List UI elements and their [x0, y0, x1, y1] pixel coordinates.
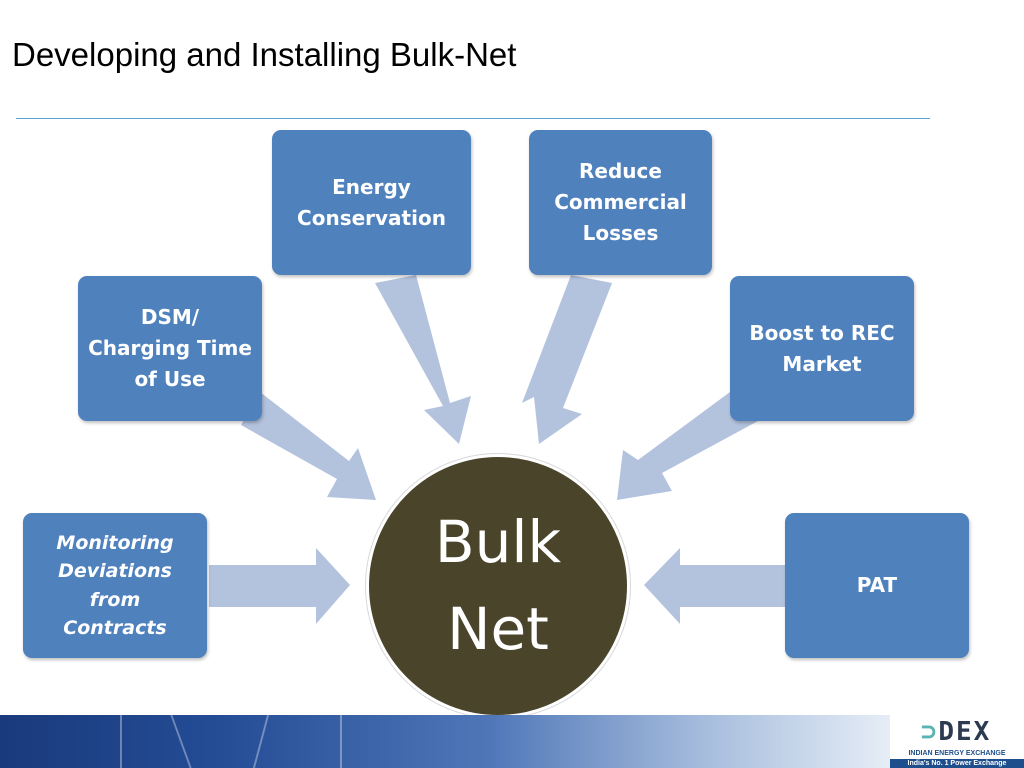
- node-dsm-charging-time-of-use: DSM/ Charging Time of Use: [78, 276, 262, 421]
- node-monitoring-deviations-label: Monitoring Deviations from Contracts: [56, 531, 174, 640]
- footer-power-lines-banner: [0, 715, 890, 768]
- pylon-line-4: [340, 715, 342, 768]
- slide-title: Developing and Installing Bulk-Net: [12, 36, 517, 73]
- leaf-icon: ⊃: [920, 717, 939, 747]
- arrow-reduce-commercial-losses: [522, 275, 612, 444]
- node-pat-label: PAT: [856, 573, 898, 597]
- pylon-line-2: [170, 715, 192, 768]
- pylon-line-1: [120, 715, 122, 768]
- pylon-line-3: [252, 715, 270, 768]
- arrow-boost-to-rec-market: [617, 392, 758, 500]
- node-energy-conservation-label: Energy Conservation: [297, 174, 446, 230]
- node-pat: PAT: [785, 513, 969, 658]
- arrow-dsm-charging-time-of-use: [241, 392, 376, 500]
- node-reduce-commercial-losses-label: Reduce Commercial Losses: [554, 159, 687, 245]
- title-divider: [16, 118, 930, 119]
- iex-logo-mark: ⊃DEX: [910, 718, 1002, 746]
- node-dsm-charging-time-of-use-label: DSM/ Charging Time of Use: [88, 305, 252, 391]
- arrow-energy-conservation: [375, 275, 471, 444]
- node-boost-to-rec-market: Boost to REC Market: [730, 276, 914, 421]
- node-boost-to-rec-market-label: Boost to REC Market: [749, 320, 895, 376]
- node-monitoring-deviations-from-contracts: Monitoring Deviations from Contracts: [23, 513, 207, 658]
- hub-bulk-net: Bulk Net: [366, 454, 630, 718]
- logo-name: INDIAN ENERGY EXCHANGE: [908, 750, 1006, 757]
- arrow-monitoring-deviations: [209, 548, 350, 624]
- logo-mark-text: DEX: [938, 717, 992, 747]
- node-reduce-commercial-losses: Reduce Commercial Losses: [529, 130, 712, 275]
- hub-label: Bulk Net: [434, 508, 562, 663]
- iex-logo: ⊃DEX INDIAN ENERGY EXCHANGE India's No. …: [890, 716, 1024, 768]
- logo-tagline: India's No. 1 Power Exchange: [890, 759, 1024, 768]
- node-energy-conservation: Energy Conservation: [272, 130, 471, 275]
- arrow-pat: [644, 548, 785, 624]
